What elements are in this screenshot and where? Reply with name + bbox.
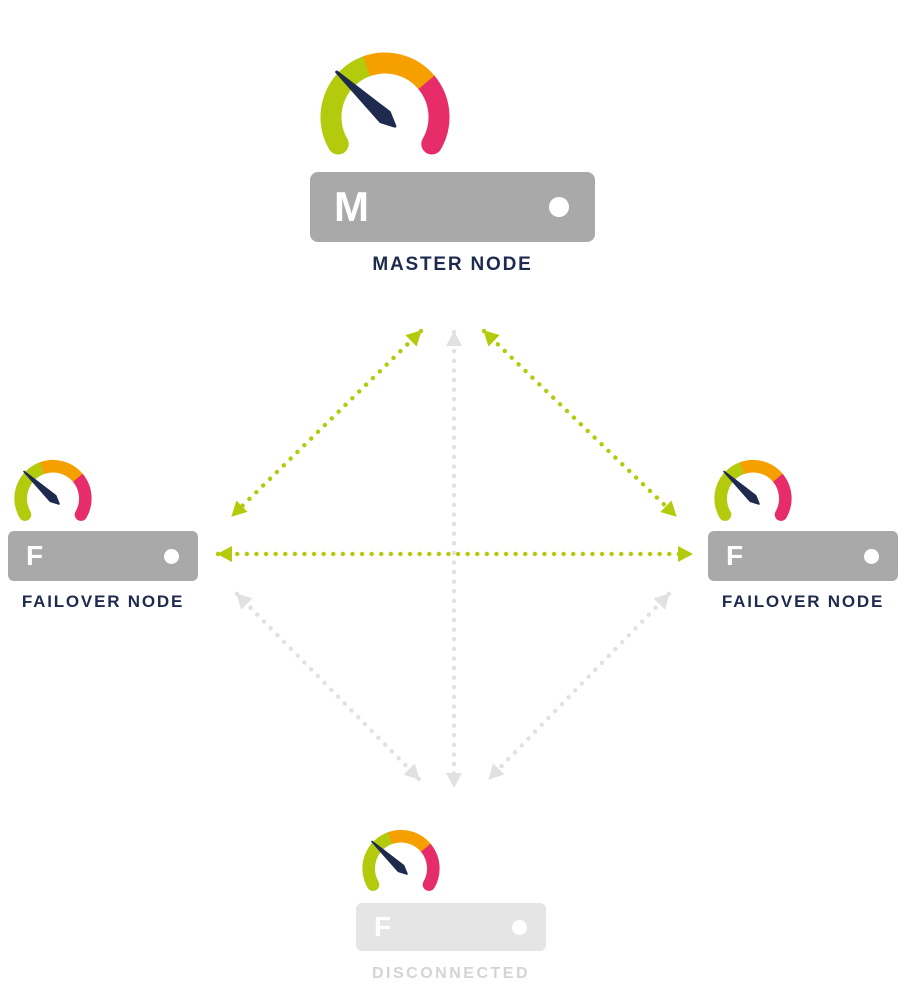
gauge-arc-pink (771, 471, 792, 521)
failover-left-node-label: FAILOVER NODE (21, 592, 185, 611)
gauge-needle (23, 470, 60, 505)
status-dot (549, 197, 569, 217)
disconnected-gauge (356, 820, 546, 899)
node-letter: F (374, 911, 392, 942)
link-failover-right-disconnected (486, 591, 672, 782)
gauge-arc-pink (415, 71, 450, 155)
node-failover-left: F FAILOVER NODE (8, 450, 198, 612)
node-failover-right: F FAILOVER NODE (708, 450, 898, 612)
node-letter: F (26, 540, 44, 571)
failover-right-node-box: F (708, 531, 898, 581)
failover-right-gauge (708, 450, 898, 529)
gauge-needle (723, 470, 760, 505)
failover-left-gauge (8, 450, 198, 529)
node-disconnected: F DISCONNECTED (356, 820, 546, 983)
node-letter: F (726, 540, 744, 571)
disconnected-node-label: DISCONNECTED (371, 965, 530, 982)
gauge-arc-orange (387, 829, 431, 853)
gauge-arc-orange (739, 459, 783, 483)
link-failover-left-disconnected (234, 591, 422, 782)
link-master-failover-left (229, 328, 424, 519)
disconnected-node-box: F (356, 903, 546, 951)
gauge-needle (335, 70, 397, 128)
gauge-arc-green (14, 461, 49, 521)
status-dot (864, 548, 879, 564)
gauge-arc-green (362, 831, 397, 891)
node-master: M MASTER NODE (310, 36, 595, 276)
master-node-box: M (310, 172, 595, 242)
gauge-icon (362, 829, 440, 891)
gauge-arc-green (714, 461, 749, 521)
gauge-arc-pink (419, 841, 440, 891)
link-master-failover-right (481, 328, 679, 519)
master-node-label: MASTER NODE (372, 254, 533, 275)
master-gauge (310, 36, 595, 168)
gauge-icon (14, 459, 92, 521)
failover-left-node-box: F (8, 531, 198, 581)
gauge-icon (714, 459, 792, 521)
gauge-icon (320, 52, 450, 155)
status-dot (164, 548, 179, 564)
failover-right-node-label: FAILOVER NODE (721, 592, 885, 611)
gauge-arc-orange (39, 459, 83, 483)
gauge-needle (371, 840, 408, 875)
gauge-arc-pink (71, 471, 92, 521)
gauge-arc-green (320, 55, 378, 155)
node-letter: M (334, 183, 369, 230)
status-dot (512, 919, 527, 935)
gauge-arc-orange (362, 52, 435, 90)
